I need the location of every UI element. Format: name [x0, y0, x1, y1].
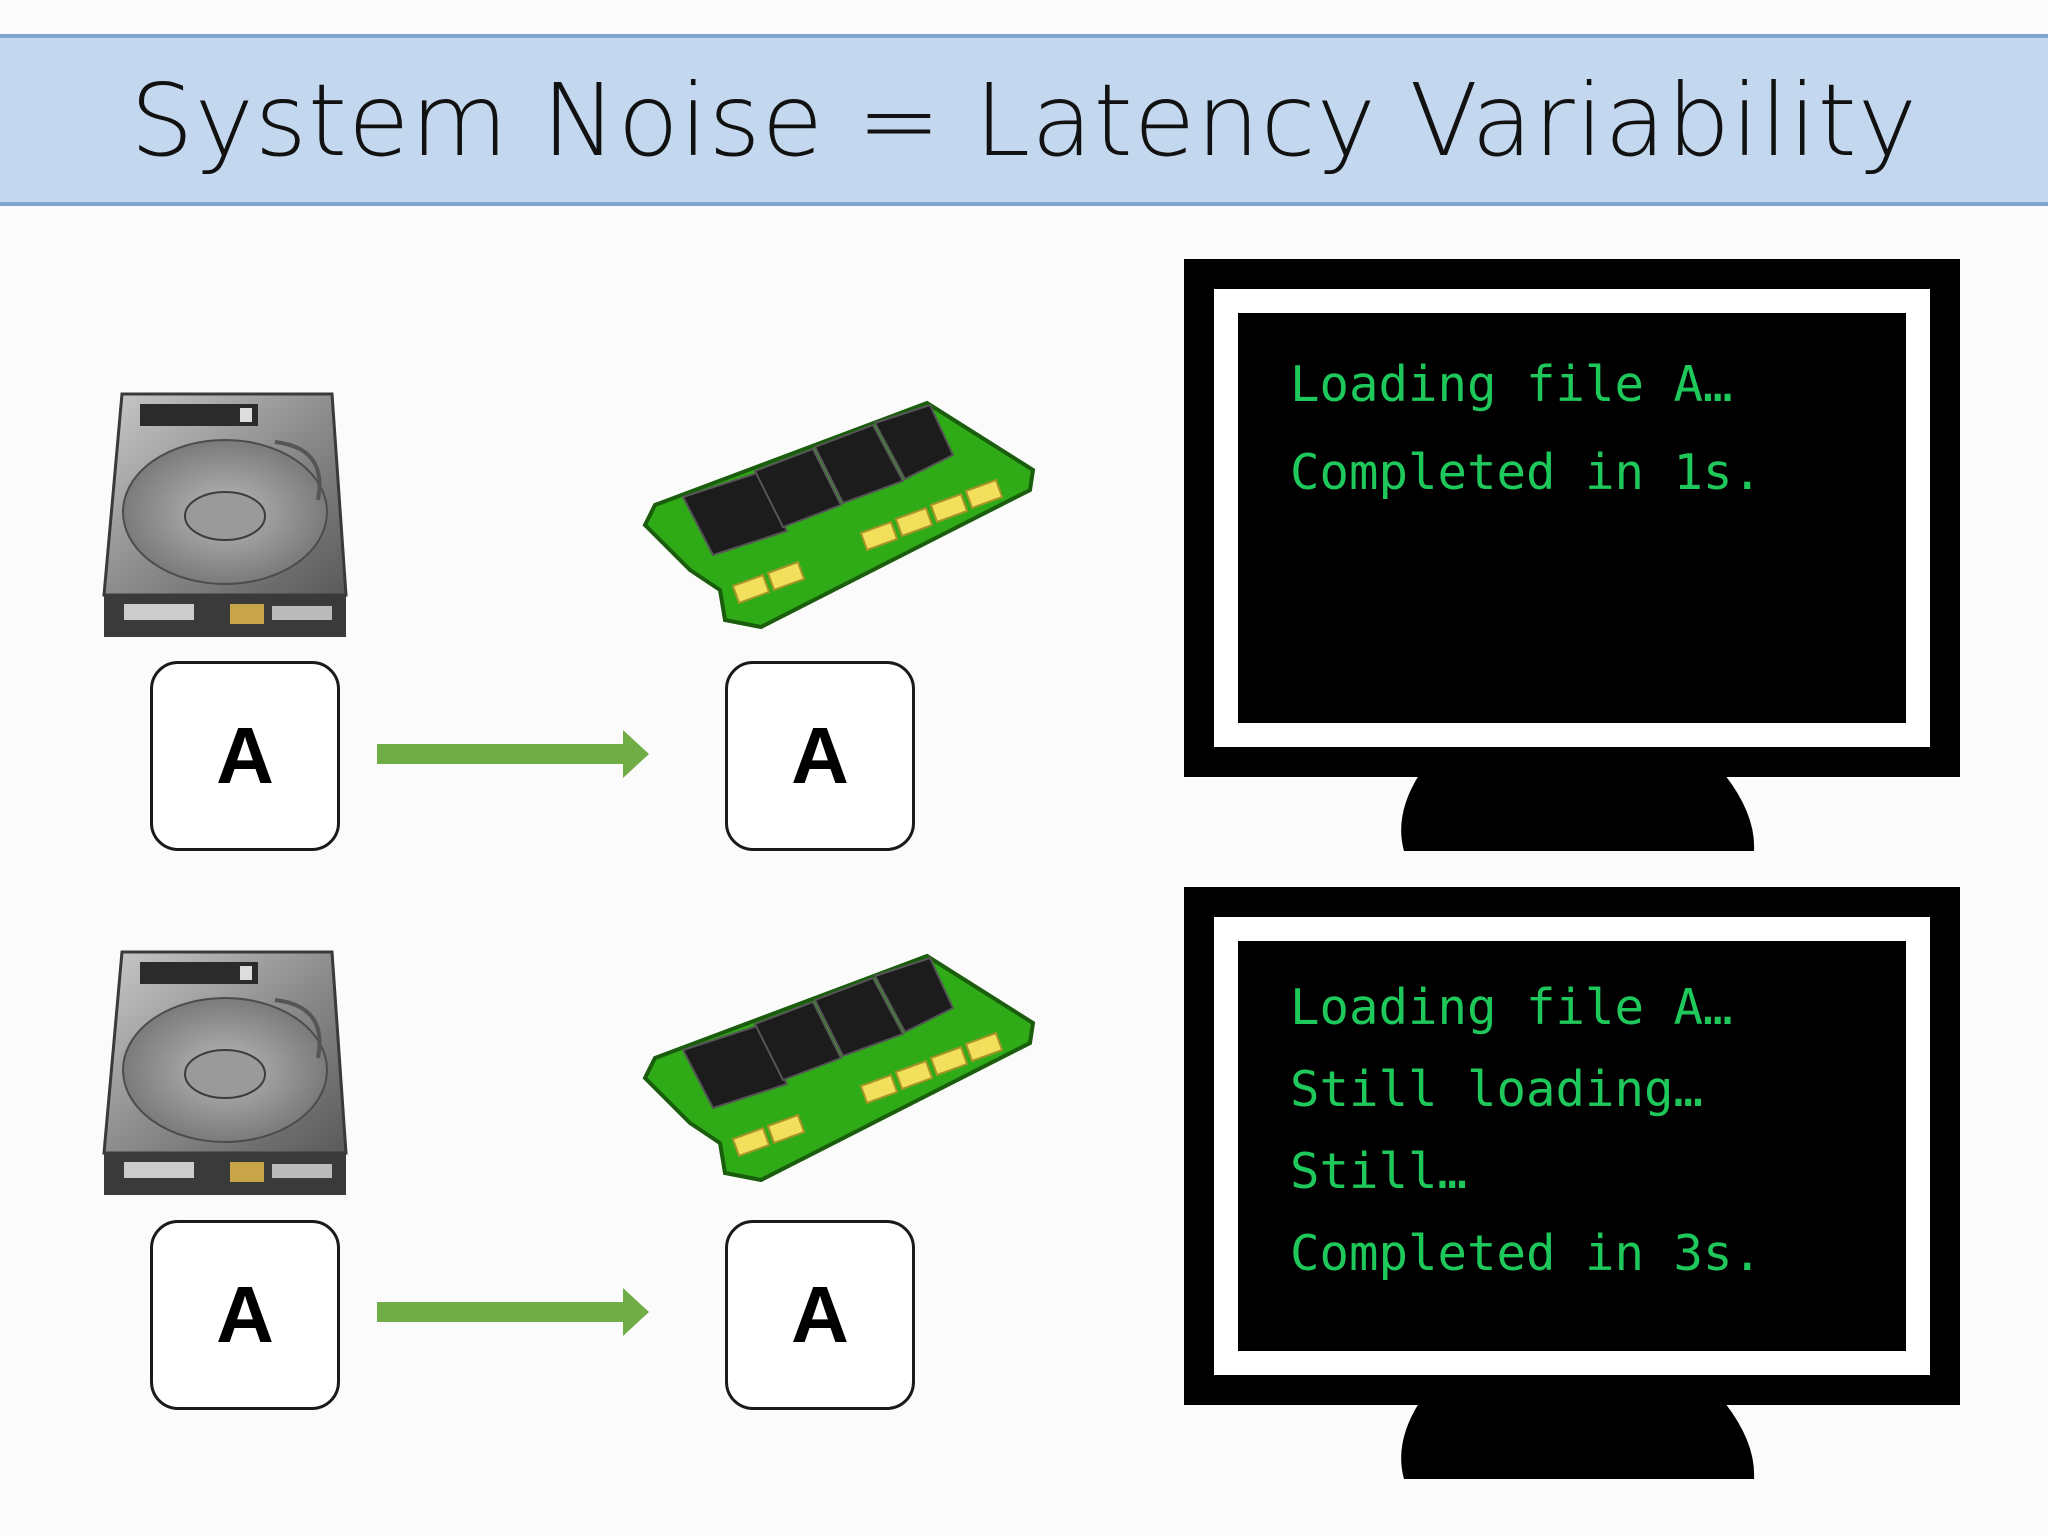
- source-file-label: A: [216, 1270, 274, 1359]
- transfer-arrow-icon: [377, 1288, 649, 1336]
- console-line: Still loading…: [1290, 1061, 1704, 1118]
- monitor: Loading file A… Completed in 1s.: [1184, 259, 1960, 851]
- dest-file-label: A: [791, 711, 849, 800]
- monitor: Loading file A… Still loading… Still… Co…: [1184, 887, 1960, 1479]
- ram-stick-icon: [642, 953, 1036, 1183]
- console-screen: Loading file A… Completed in 1s.: [1238, 313, 1906, 723]
- source-file-label: A: [216, 711, 274, 800]
- console-screen: Loading file A… Still loading… Still… Co…: [1238, 941, 1906, 1351]
- source-file-box: A: [150, 1220, 340, 1410]
- transfer-arrow-icon: [377, 730, 649, 778]
- console-line: Completed in 3s.: [1290, 1225, 1763, 1282]
- console-line: Loading file A…: [1290, 356, 1733, 413]
- console-line: Still…: [1290, 1143, 1468, 1200]
- ram-stick-icon: [642, 400, 1036, 630]
- console-line: Loading file A…: [1290, 979, 1733, 1036]
- dest-file-label: A: [791, 1270, 849, 1359]
- monitor-stand: [1401, 775, 1755, 851]
- slide-title: System Noise = Latency Variability: [130, 61, 1918, 179]
- title-bar: System Noise = Latency Variability: [0, 34, 2048, 206]
- console-line: Completed in 1s.: [1290, 444, 1763, 501]
- dest-file-box: A: [725, 661, 915, 851]
- hard-drive-icon: [102, 950, 348, 1195]
- hard-drive-icon: [102, 392, 348, 637]
- source-file-box: A: [150, 661, 340, 851]
- dest-file-box: A: [725, 1220, 915, 1410]
- monitor-stand: [1401, 1403, 1755, 1479]
